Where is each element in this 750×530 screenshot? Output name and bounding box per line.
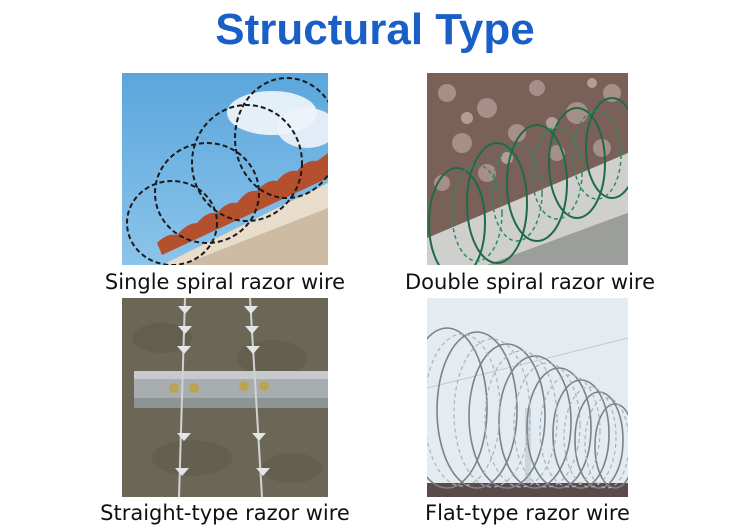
flat-type-caption: Flat-type razor wire [425, 501, 630, 525]
double-spiral-caption: Double spiral razor wire [405, 270, 655, 294]
page-title: Structural Type [215, 5, 535, 54]
single-spiral-caption: Single spiral razor wire [104, 270, 346, 294]
straight-type-caption: Straight-type razor wire [100, 501, 350, 525]
flat-type-razor-wire-photo [427, 298, 628, 497]
straight-type-razor-wire-photo [122, 298, 328, 497]
double-spiral-razor-wire-photo [427, 73, 628, 265]
single-spiral-razor-wire-photo [122, 73, 328, 265]
